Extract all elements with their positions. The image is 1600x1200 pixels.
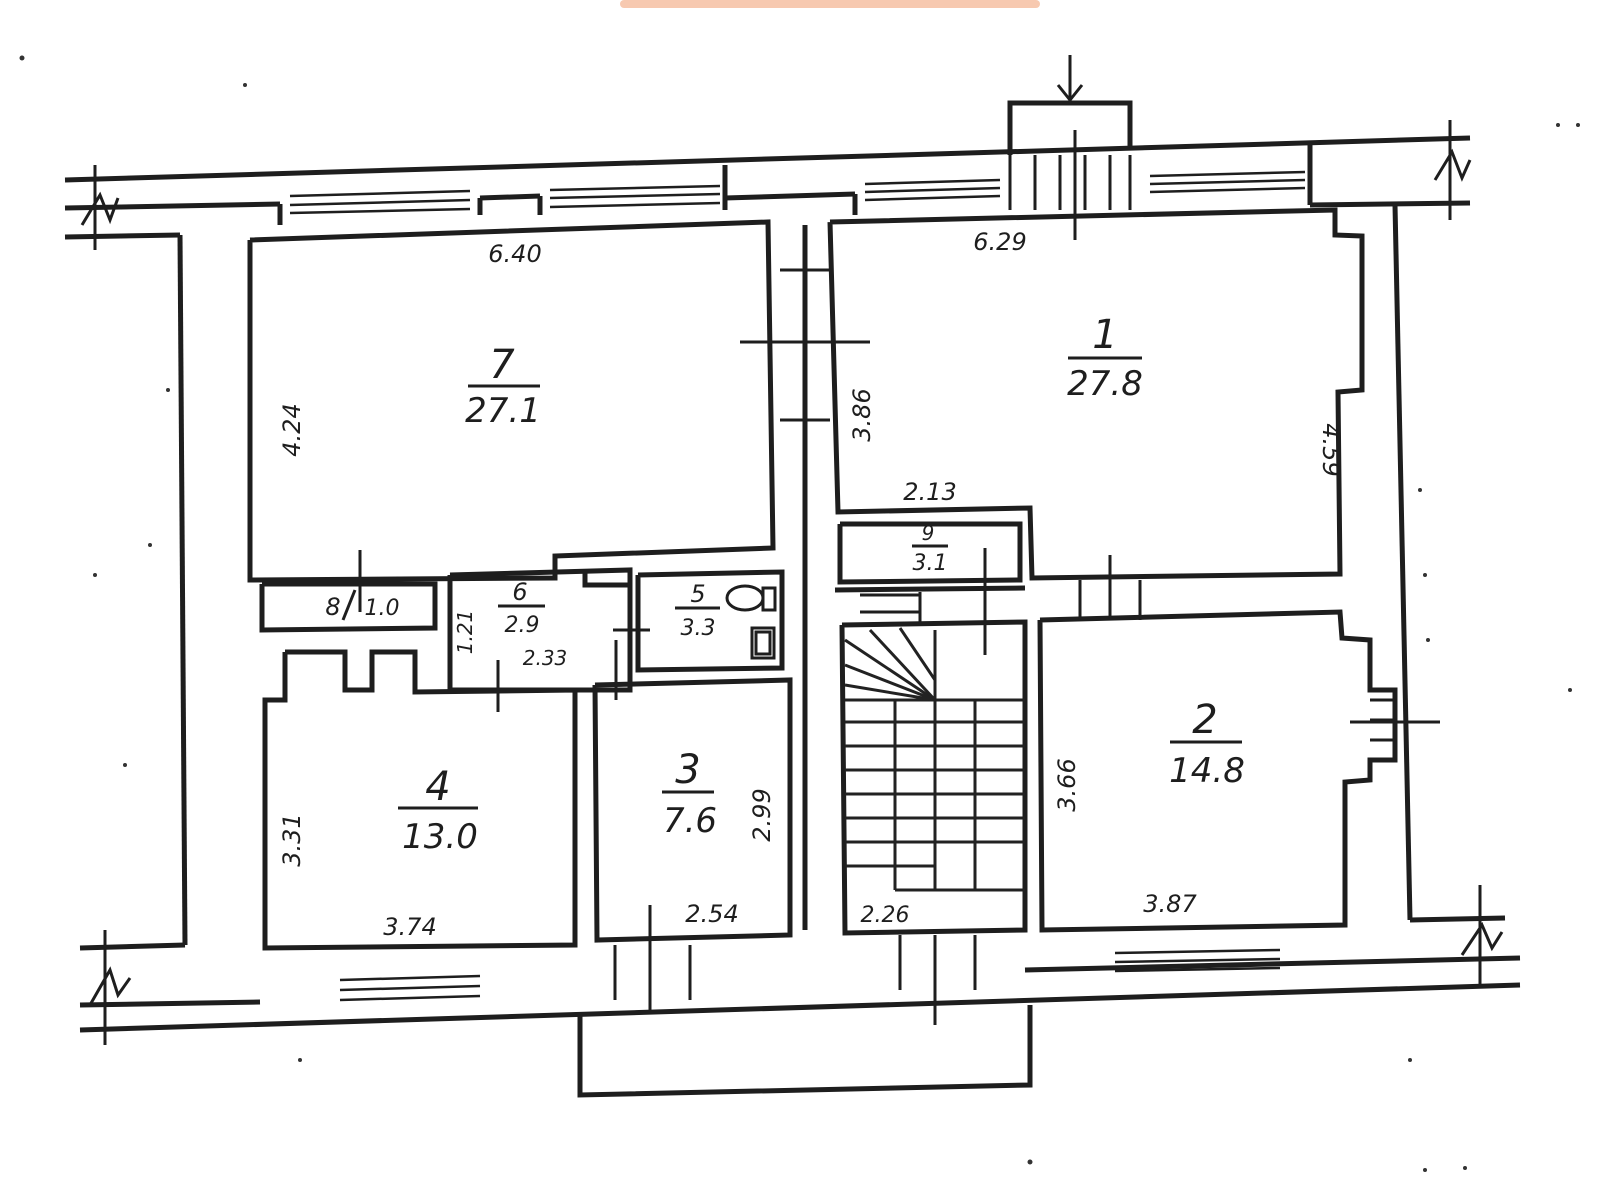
sink-icon <box>750 626 776 660</box>
room-2: 2 14.8 3.66 3.87 <box>1053 697 1245 918</box>
room-5-number: 5 <box>690 580 705 608</box>
room-3-dim-right: 2.99 <box>748 788 776 841</box>
window-top-3 <box>864 178 1001 202</box>
window-top-1 <box>289 189 471 215</box>
room-4: 4 13.0 3.31 3.74 <box>278 764 478 941</box>
corridor-openings <box>740 268 1142 655</box>
room-3: 3 7.6 2.99 2.54 <box>662 747 776 928</box>
room-7-area: 27.1 <box>465 391 541 431</box>
toilet-icon <box>725 584 777 612</box>
room-8-number: 8 <box>325 593 340 621</box>
interior-walls <box>247 207 1398 951</box>
room-4-number: 4 <box>425 764 450 810</box>
room-4-dim-bottom: 3.74 <box>383 913 436 941</box>
room-1-dim-top: 6.29 <box>973 228 1026 256</box>
window-bottom-1 <box>339 974 481 1002</box>
room-2-dim-left: 3.66 <box>1053 758 1081 811</box>
window-top-2 <box>549 184 721 209</box>
room-8: 8 1.0 <box>325 589 400 621</box>
room-6-area: 2.9 <box>505 613 540 638</box>
room-5: 5 3.3 <box>675 580 720 641</box>
room-9-area: 3.1 <box>913 551 948 576</box>
stair-dim-bottom: 2.26 <box>861 903 910 928</box>
room-9-number: 9 <box>922 521 935 545</box>
room-4-area: 13.0 <box>402 817 478 857</box>
room-6-number: 6 <box>512 578 527 606</box>
room-7-number: 7 <box>489 342 515 388</box>
door-ticks <box>358 550 652 1010</box>
window-top-4 <box>1149 170 1306 194</box>
room-2-area: 14.8 <box>1169 751 1245 791</box>
room-4-dim-left: 3.31 <box>278 813 306 866</box>
room-6-dim-left: 1.21 <box>453 610 477 655</box>
room-1-dim-left: 3.86 <box>848 388 876 441</box>
room-7-dim-top: 6.40 <box>488 240 541 268</box>
break-symbols <box>80 120 1504 1045</box>
windows <box>289 55 1440 1025</box>
door-top-entrance <box>1008 55 1132 240</box>
window-right <box>1350 698 1440 742</box>
outer-walls <box>64 100 1521 1098</box>
room-1-number: 1 <box>1092 312 1117 358</box>
room-2-number: 2 <box>1192 697 1217 743</box>
room-3-dim-bottom: 2.54 <box>685 900 738 928</box>
room-3-number: 3 <box>675 747 700 793</box>
scan-specks <box>19 55 1580 1172</box>
staircase <box>844 627 1025 892</box>
room-6: 6 2.9 1.21 2.33 <box>453 578 567 670</box>
room-9: 9 3.1 2.13 <box>903 478 956 576</box>
room-9-dim-top: 2.13 <box>903 478 956 506</box>
room-5-area: 3.3 <box>681 616 716 641</box>
room-7-dim-left: 4.24 <box>278 403 306 456</box>
room-2-dim-bottom: 3.87 <box>1143 890 1197 918</box>
room-8-area: 1.0 <box>365 596 400 621</box>
room-7: 7 27.1 6.40 4.24 <box>278 240 542 457</box>
break-symbol-top-right <box>1433 120 1472 220</box>
room-1-dim-right: 4.59 <box>1317 423 1345 476</box>
window-bottom-2 <box>1114 948 1281 973</box>
room-1-area: 27.8 <box>1067 364 1143 404</box>
room-6-dim-bottom: 2.33 <box>523 646 568 670</box>
break-symbol-bottom-right <box>1460 885 1504 985</box>
room-3-area: 7.6 <box>663 801 717 841</box>
break-symbol-bottom-left <box>88 930 132 1045</box>
break-symbol-top-left <box>80 165 120 250</box>
scan-glow <box>620 0 1040 8</box>
room-1: 1 27.8 6.29 3.86 4.59 <box>848 228 1345 477</box>
stair-hall: 2.26 <box>861 903 910 928</box>
